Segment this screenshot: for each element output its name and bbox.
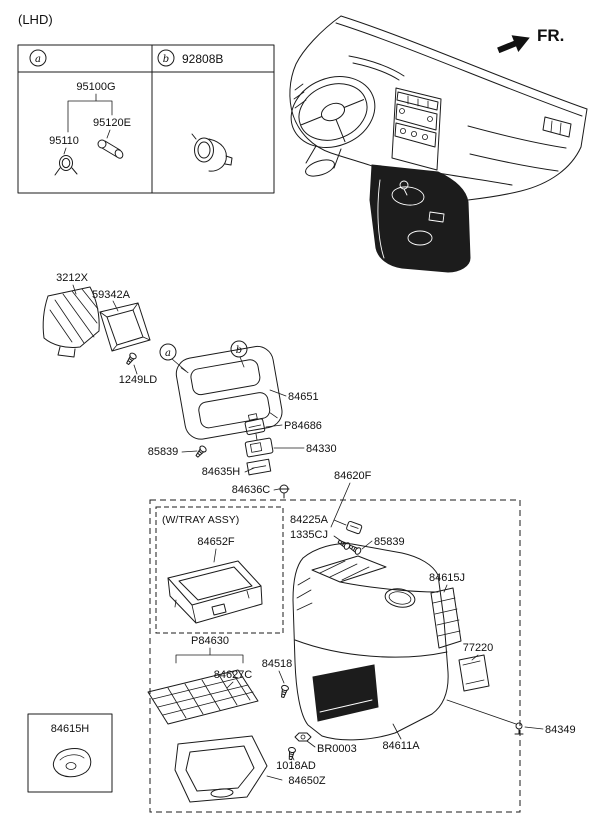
part-label-1018AD: 1018AD <box>276 760 316 772</box>
drive-layout-label: (LHD) <box>18 12 53 27</box>
console-assembly-dashed-box <box>149 499 521 813</box>
part-label-84611A: 84611A <box>382 740 420 752</box>
part-label-95100G: 95100G <box>76 81 115 93</box>
tray-assy-box: (W/TRAY ASSY) 84652F <box>155 506 284 634</box>
dashboard-illustration <box>289 15 588 273</box>
callout-a-letter: a <box>165 348 171 359</box>
part-label-1335CJ: 1335CJ <box>290 529 328 541</box>
legend-bracket-lines <box>63 93 113 155</box>
screw-1249LD-drawing <box>124 351 138 367</box>
fr-label: FR. <box>537 26 564 45</box>
part-label-84650Z: 84650Z <box>288 775 326 787</box>
part-84615J-drawing <box>430 587 462 649</box>
part-84636C-drawing <box>278 484 290 499</box>
part-84652F-drawing <box>167 560 263 624</box>
legend-callout-a-circle <box>29 49 47 67</box>
part-label-95110: 95110 <box>49 135 79 147</box>
part-84611A-drawing <box>292 543 449 741</box>
part-P84686-drawing <box>244 413 266 436</box>
tray-assy-note: (W/TRAY ASSY) <box>162 514 239 526</box>
screw-84518-drawing <box>278 684 290 699</box>
part-84615H-box: 84615H <box>27 713 113 793</box>
part-label-P84630: P84630 <box>191 635 229 647</box>
part-label-95120E: 95120E <box>93 117 131 129</box>
part-84330-drawing <box>244 437 274 458</box>
floor-console-shaded <box>369 164 471 273</box>
part-84650Z-drawing <box>174 735 268 803</box>
fr-arrow-icon <box>497 35 530 54</box>
part-label-84330: 84330 <box>306 443 337 455</box>
legend-callout-b-circle <box>157 49 175 67</box>
part-92808B-drawing <box>191 133 233 172</box>
part-BR0003-drawing <box>294 732 312 742</box>
part-59342A-frame <box>99 302 151 352</box>
part-label-84349: 84349 <box>545 724 576 736</box>
part-95110-drawing <box>54 155 78 176</box>
part-label-84635H: 84635H <box>202 466 241 478</box>
callout-a: a <box>159 343 187 372</box>
part-84627C-drawing <box>147 669 259 725</box>
part-label-P84686: P84686 <box>284 420 322 432</box>
screw-85839-left-drawing <box>193 444 208 460</box>
part-label-85839-right: 85839 <box>374 536 405 548</box>
center-stack <box>391 87 442 171</box>
part-label-84620F: 84620F <box>334 470 372 482</box>
part-label-84225A: 84225A <box>290 514 329 526</box>
steering-wheel <box>290 76 376 148</box>
part-84225A-drawing <box>346 520 363 535</box>
legend-table: a b 92808B 95100G 95120E 95110 <box>17 44 275 194</box>
part-3212X-boot <box>42 286 100 358</box>
part-label-84651: 84651 <box>288 391 319 403</box>
screw-1018AD-drawing <box>286 746 297 761</box>
callout-b: b <box>230 340 248 368</box>
part-label-84636C: 84636C <box>232 484 271 496</box>
part-95120E-drawing <box>97 139 124 159</box>
part-label-BR0003: BR0003 <box>317 743 357 755</box>
part-label-3212X: 3212X <box>56 272 88 284</box>
part-label-77220: 77220 <box>463 642 494 654</box>
part-84651-facia <box>175 345 283 440</box>
legend-callout-a: a <box>35 54 41 65</box>
part-label-1249LD: 1249LD <box>119 374 158 386</box>
part-84349-drawing <box>514 722 524 735</box>
part-label-59342A: 59342A <box>92 289 131 301</box>
legend-callout-b: b <box>163 54 169 65</box>
part-label-84615J: 84615J <box>429 572 465 584</box>
fr-direction: FR. <box>497 26 564 54</box>
part-77220-drawing <box>458 654 490 692</box>
part-label-84518: 84518 <box>262 658 293 670</box>
part-label-85839-left: 85839 <box>148 446 179 458</box>
part-label-84615H: 84615H <box>51 723 90 735</box>
callout-b-letter: b <box>236 345 242 356</box>
part-84635H-drawing <box>246 458 272 476</box>
p84630-bracket-lines <box>175 647 244 664</box>
part-label-84652F: 84652F <box>197 536 235 548</box>
part-label-92808B: 92808B <box>182 52 223 66</box>
